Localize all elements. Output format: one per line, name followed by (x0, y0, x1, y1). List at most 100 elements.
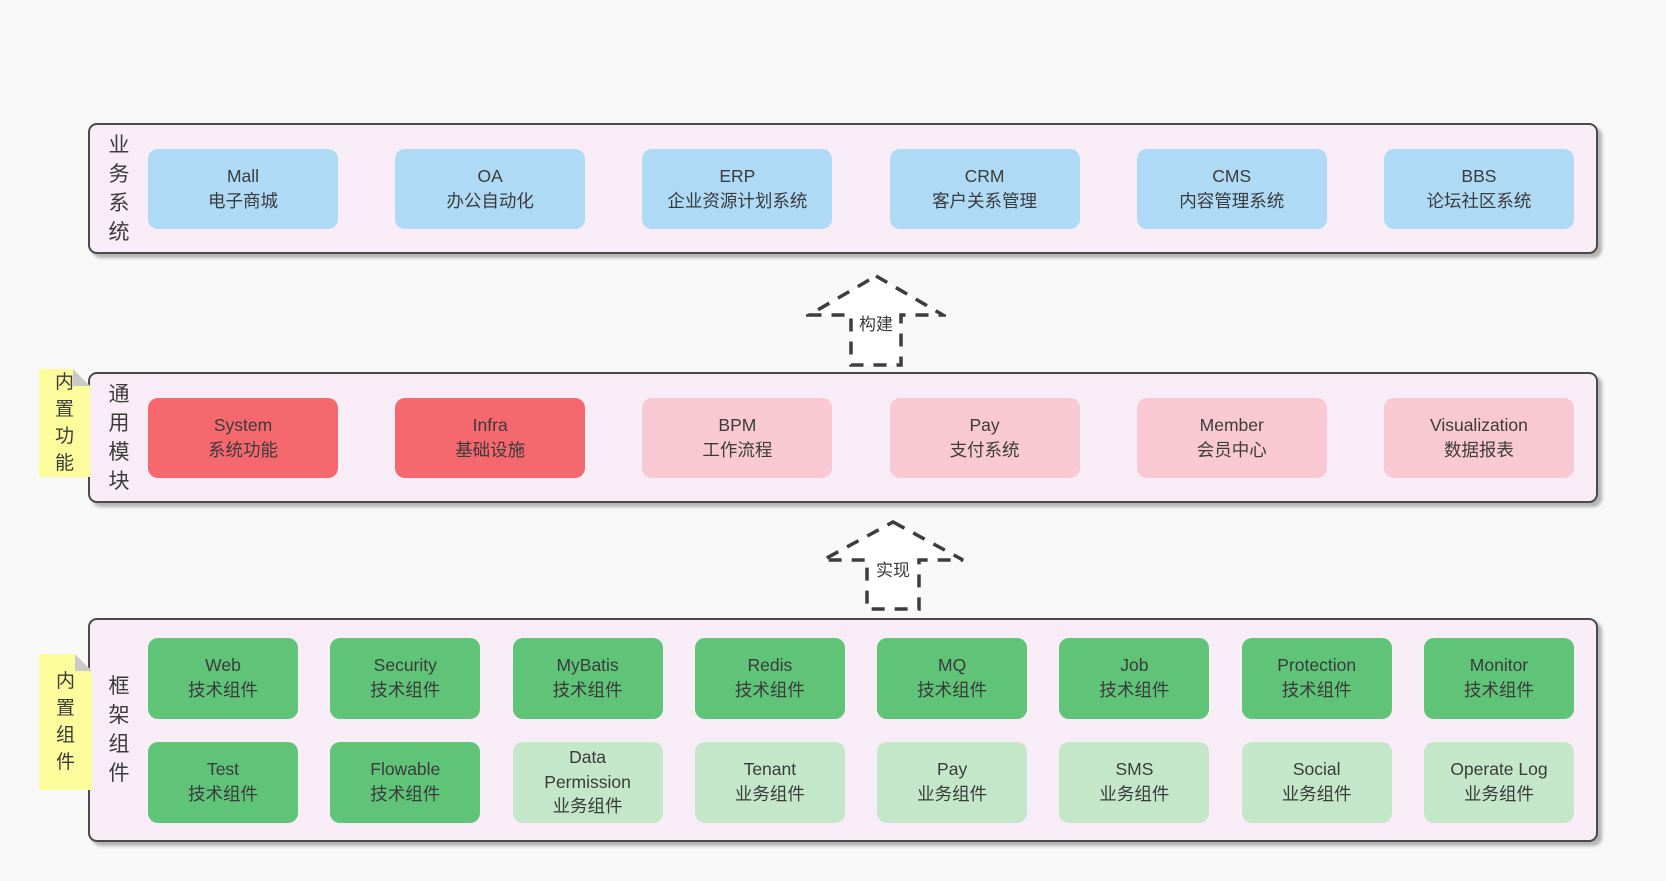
module-name: Job (1120, 655, 1149, 676)
module-subtitle: 技术组件 (1099, 680, 1170, 700)
business-systems-label-column: 业务系统 (90, 125, 148, 252)
module-subtitle: 内容管理系统 (1179, 190, 1285, 211)
sticky-note-text: 内置功能 (54, 372, 74, 474)
module-name: Operate Log (1450, 759, 1548, 780)
module-name: Monitor (1469, 655, 1529, 676)
module-box-pay: Pay 支付系统 (889, 397, 1080, 478)
module-box-mybatis: MyBatis 技术组件 (512, 637, 663, 719)
module-subtitle: 业务组件 (1463, 784, 1534, 804)
framework-components-label-column: 框架组件 (90, 620, 148, 840)
module-box-mq: MQ 技术组件 (877, 637, 1028, 719)
module-box-mall: Mall 电子商城 (148, 148, 338, 229)
build-arrow-label: 构建 (856, 314, 896, 336)
module-box-tenant: Tenant 业务组件 (694, 741, 845, 823)
module-box-monitor: Monitor 技术组件 (1423, 637, 1574, 719)
module-name: Pay (969, 414, 1000, 435)
module-name: CMS (1212, 165, 1252, 186)
build-arrow: 构建 (806, 272, 946, 368)
module-subtitle: 技术组件 (370, 784, 441, 804)
module-box-test: Test 技术组件 (148, 741, 298, 823)
module-name: Tenant (743, 759, 797, 780)
module-box-web: Web 技术组件 (148, 637, 298, 719)
module-subtitle: 技术组件 (1463, 680, 1534, 700)
module-subtitle: 工作流程 (702, 439, 773, 460)
implement-arrow-label: 实现 (873, 560, 913, 582)
module-name: System (213, 414, 273, 435)
module-box-oa: OA 办公自动化 (395, 148, 586, 229)
module-subtitle: 业务组件 (1281, 784, 1352, 804)
module-box-visualization: Visualization 数据报表 (1383, 397, 1574, 478)
common-modules-label-column: 通用模块 (90, 374, 148, 501)
module-subtitle: 技术组件 (552, 680, 623, 700)
sticky-note-text: 内置组件 (55, 671, 75, 773)
module-name: Security (373, 655, 437, 676)
module-subtitle: 论坛社区系统 (1426, 190, 1532, 211)
module-box-sms: SMS 业务组件 (1059, 741, 1210, 823)
module-box-cms: CMS 内容管理系统 (1136, 148, 1327, 229)
module-subtitle: 企业资源计划系统 (667, 190, 808, 211)
module-subtitle: 业务组件 (917, 784, 988, 804)
sticky-note-built-in-features: 内置功能 (39, 369, 90, 477)
module-name: Protection (1277, 655, 1357, 676)
business-systems-panel: 业务系统 Mall 电子商城 OA 办公自动化 ERP 企业资源计划系统 CRM 客户关系管理… (88, 123, 1598, 254)
module-name: SMS (1115, 759, 1154, 780)
framework-components-panel: 框架组件 Web 技术组件 Security 技术组件 MyBatis 技术组件 Redis… (88, 618, 1598, 842)
module-subtitle: 数据报表 (1443, 439, 1514, 460)
module-subtitle: 技术组件 (917, 680, 988, 700)
module-subtitle: 系统功能 (208, 439, 278, 460)
module-subtitle: 技术组件 (370, 680, 441, 700)
module-name: Web (205, 655, 241, 676)
framework-components-label: 框架组件 (108, 675, 130, 785)
module-name: BBS (1461, 165, 1497, 186)
module-box-member: Member 会员中心 (1136, 397, 1327, 478)
module-subtitle: 技术组件 (188, 680, 258, 700)
module-name: Social (1292, 759, 1341, 780)
module-name: BPM (718, 414, 757, 435)
module-name: Test (206, 759, 240, 780)
implement-arrow: 实现 (820, 518, 966, 612)
module-box-protection: Protection 技术组件 (1241, 637, 1392, 719)
module-box-operate-log: Operate Log 业务组件 (1423, 741, 1574, 823)
module-name: Pay (937, 759, 968, 780)
module-subtitle: 办公自动化 (446, 190, 534, 211)
module-name: MQ (938, 655, 967, 676)
module-name: MyBatis (556, 655, 619, 676)
common-modules-label: 通用模块 (108, 382, 130, 493)
module-name: Mall (226, 165, 260, 186)
business-systems-boxes: Mall 电子商城 OA 办公自动化 ERP 企业资源计划系统 CRM 客户关系管理 CMS 内容… (148, 125, 1596, 252)
module-subtitle: 技术组件 (734, 680, 805, 700)
module-box-job: Job 技术组件 (1059, 637, 1210, 719)
module-subtitle: 基础设施 (455, 439, 526, 460)
module-subtitle: 业务组件 (734, 784, 805, 804)
module-name: ERP (719, 165, 756, 186)
module-name: Flowable (370, 759, 441, 780)
module-subtitle: 业务组件 (552, 796, 623, 817)
module-name: CRM (964, 165, 1005, 186)
module-box-erp: ERP 企业资源计划系统 (642, 148, 833, 229)
module-name: Redis (747, 655, 793, 676)
module-name: Data Permission (544, 746, 631, 792)
module-subtitle: 电子商城 (208, 190, 278, 211)
module-box-crm: CRM 客户关系管理 (889, 148, 1080, 229)
module-subtitle: 技术组件 (1281, 680, 1352, 700)
module-subtitle: 会员中心 (1196, 439, 1267, 460)
sticky-note-built-in-components: 内置组件 (39, 654, 92, 790)
module-box-social: Social 业务组件 (1241, 741, 1392, 823)
business-systems-label: 业务系统 (108, 133, 130, 244)
module-name: OA (477, 165, 503, 186)
module-box-flowable: Flowable 技术组件 (330, 741, 481, 823)
module-name: Visualization (1429, 414, 1528, 435)
module-subtitle: 技术组件 (188, 784, 258, 804)
module-box-bpm: BPM 工作流程 (642, 397, 833, 478)
module-subtitle: 业务组件 (1099, 784, 1170, 804)
module-box-system: System 系统功能 (148, 397, 338, 478)
module-subtitle: 客户关系管理 (932, 190, 1038, 211)
module-subtitle: 支付系统 (949, 439, 1020, 460)
module-box-bbs: BBS 论坛社区系统 (1383, 148, 1574, 229)
module-box-security: Security 技术组件 (330, 637, 481, 719)
module-name: Member (1199, 414, 1264, 435)
